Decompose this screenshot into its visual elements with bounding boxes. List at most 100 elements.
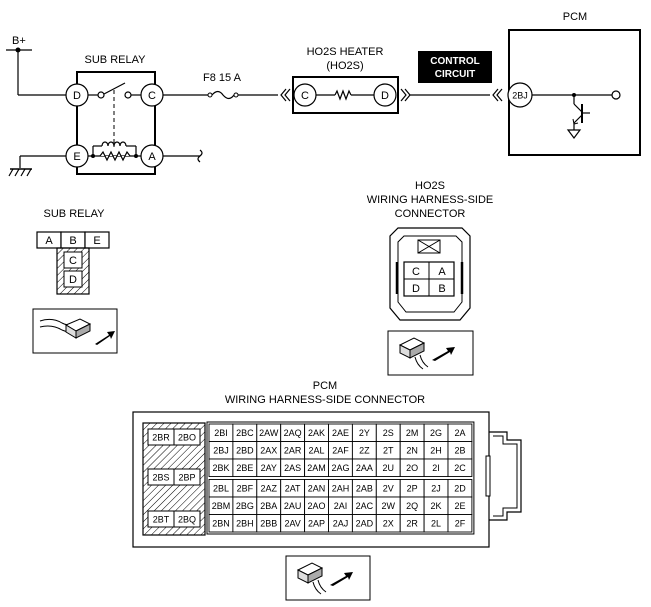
pcm-pin-label: 2F: [455, 518, 466, 528]
pcm-pin-label: 2BI: [214, 428, 228, 438]
pcm-pin-label: 2W: [382, 501, 396, 511]
pcm-pin-label: 2Z: [359, 445, 370, 455]
ho2s-pin-c: C: [412, 266, 420, 278]
control-circuit-line2: CIRCUIT: [435, 69, 476, 80]
pcm-pin-label: 2N: [406, 445, 418, 455]
pcm-pin-label: 2BE: [236, 463, 253, 473]
pcm-pin-label: 2R: [406, 518, 418, 528]
pcm-pin-2br: 2BR: [152, 433, 170, 443]
pcm-pin-label: 2H: [430, 445, 442, 455]
pcm-pin-label: 2BN: [212, 518, 230, 528]
fuse-symbol: [207, 90, 239, 100]
connector-mark-heater-left: [280, 88, 291, 102]
sub-relay-pin-e: E: [93, 235, 100, 247]
svg-text:C: C: [301, 90, 309, 102]
pcm-pin-label: 2AL: [309, 445, 325, 455]
pcm-pin-label: 2X: [383, 518, 394, 528]
pcm-pin-label: 2AV: [284, 518, 300, 528]
svg-text:2BJ: 2BJ: [512, 91, 528, 101]
pcm-pin-cell: [447, 458, 473, 477]
pcm-pin-label: 2AU: [284, 501, 302, 511]
pcm-pin-label: 2AJ: [333, 518, 349, 528]
sub-relay-title: SUB RELAY: [85, 54, 147, 66]
pcm-pin-label: 2AD: [356, 518, 374, 528]
heater-resistor: [334, 89, 352, 101]
pcm-connector: PCM WIRING HARNESS-SIDE CONNECTOR 2BR 2B…: [132, 380, 522, 548]
heater-terminal-d: D: [373, 83, 397, 107]
relay-coil: [88, 141, 141, 162]
pcm-pin-label: 2AA: [356, 463, 373, 473]
pcm-pin-label: 2U: [382, 463, 394, 473]
pcm-pin-label: 2C: [454, 463, 466, 473]
pcm-pin-2bs: 2BS: [152, 473, 169, 483]
pcm-pin-label: 2AS: [284, 463, 301, 473]
pcm-pin-label: 2K: [431, 501, 442, 511]
relay-terminal-c: C: [140, 83, 164, 107]
pcm-pin-label: 2AF: [332, 445, 349, 455]
svg-text:C: C: [148, 90, 156, 102]
pcm-pin-label: 2G: [430, 428, 442, 438]
sub-relay-pin-d: D: [69, 274, 77, 286]
pcm-pin-label: 2AW: [259, 428, 279, 438]
ho2s-pin-a: A: [438, 266, 446, 278]
pcm-pin-label: 2V: [383, 483, 394, 493]
b-plus-label: B+: [12, 35, 26, 47]
sub-relay-pin-a: A: [45, 235, 53, 247]
pcm-pin-2bo: 2BO: [178, 433, 196, 443]
pcm-pin-label: 2BD: [236, 445, 254, 455]
pcm-pin-label: 2AR: [284, 445, 302, 455]
pcm-pin-label: 2AX: [260, 445, 277, 455]
control-circuit-badge: [418, 51, 492, 83]
sub-relay-connector-title: SUB RELAY: [44, 208, 106, 220]
pcm-pin-label: 2AG: [331, 463, 349, 473]
pcm-pin-grid-frame: [206, 421, 475, 535]
pcm-pin-label: 2Y: [359, 428, 370, 438]
connector-plug-icon: [32, 308, 118, 354]
pcm-pin-label: 2BM: [212, 501, 231, 511]
pcm-pin-label: 2S: [383, 428, 394, 438]
pcm-pin-label: 2BK: [212, 463, 229, 473]
pcm-pin-label: 2BJ: [213, 445, 229, 455]
pcm-pin-label: 2AT: [285, 483, 301, 493]
pcm-pin-cell: [447, 514, 473, 533]
relay-terminal-d: D: [65, 83, 89, 107]
heater-terminal-c: C: [293, 83, 317, 107]
ho2s-connector-title-1: HO2S: [415, 180, 445, 192]
pcm-pin-label: 2AQ: [284, 428, 302, 438]
pcm-pin-label: 2BC: [236, 428, 254, 438]
ho2s-heater-box: [292, 76, 399, 114]
pcm-pin-label: 2AC: [356, 501, 374, 511]
pcm-transistor: [532, 90, 621, 139]
connector-mark-heater-right: [400, 88, 411, 102]
svg-text:E: E: [73, 151, 80, 163]
pcm-pin-label: 2P: [407, 483, 418, 493]
pcm-pin-label: 2AE: [332, 428, 349, 438]
pcm-pin-label: 2M: [406, 428, 419, 438]
pcm-pin-label: 2B: [454, 445, 465, 455]
ho2s-pin-d: D: [412, 283, 420, 295]
pcm-pin-label: 2T: [383, 445, 394, 455]
ho2s-connector-title-3: CONNECTOR: [395, 208, 466, 220]
sub-relay-connector: SUB RELAY A B E C D: [36, 208, 110, 295]
control-circuit-line1: CONTROL: [430, 56, 479, 67]
pcm-pin-label: 2AB: [356, 483, 373, 493]
pcm-pin-label: 2BA: [260, 501, 277, 511]
connector-plug-icon: [387, 330, 474, 376]
pcm-pin-label: 2Q: [406, 501, 418, 511]
pcm-pin-label: 2AZ: [260, 483, 277, 493]
relay-terminal-e: E: [65, 144, 89, 168]
pcm-connector-title-2: WIRING HARNESS-SIDE CONNECTOR: [225, 394, 425, 406]
pcm-pin-label: 2E: [454, 501, 465, 511]
relay-terminal-a: A: [140, 144, 164, 168]
pcm-pin-2bt: 2BT: [153, 515, 170, 525]
svg-text:D: D: [73, 90, 81, 102]
sub-relay-box: [76, 71, 156, 175]
fuse-label: F8 15 A: [203, 72, 242, 84]
pcm-pin-2bp: 2BP: [178, 473, 195, 483]
pcm-pin-label: 2AO: [308, 501, 326, 511]
circuit-diagram: B+ SUB RELAY D C E: [6, 11, 641, 177]
pcm-pin-label: 2I: [432, 463, 440, 473]
pcm-pin-label: 2AY: [261, 463, 277, 473]
pcm-pin-2bq: 2BQ: [178, 515, 196, 525]
